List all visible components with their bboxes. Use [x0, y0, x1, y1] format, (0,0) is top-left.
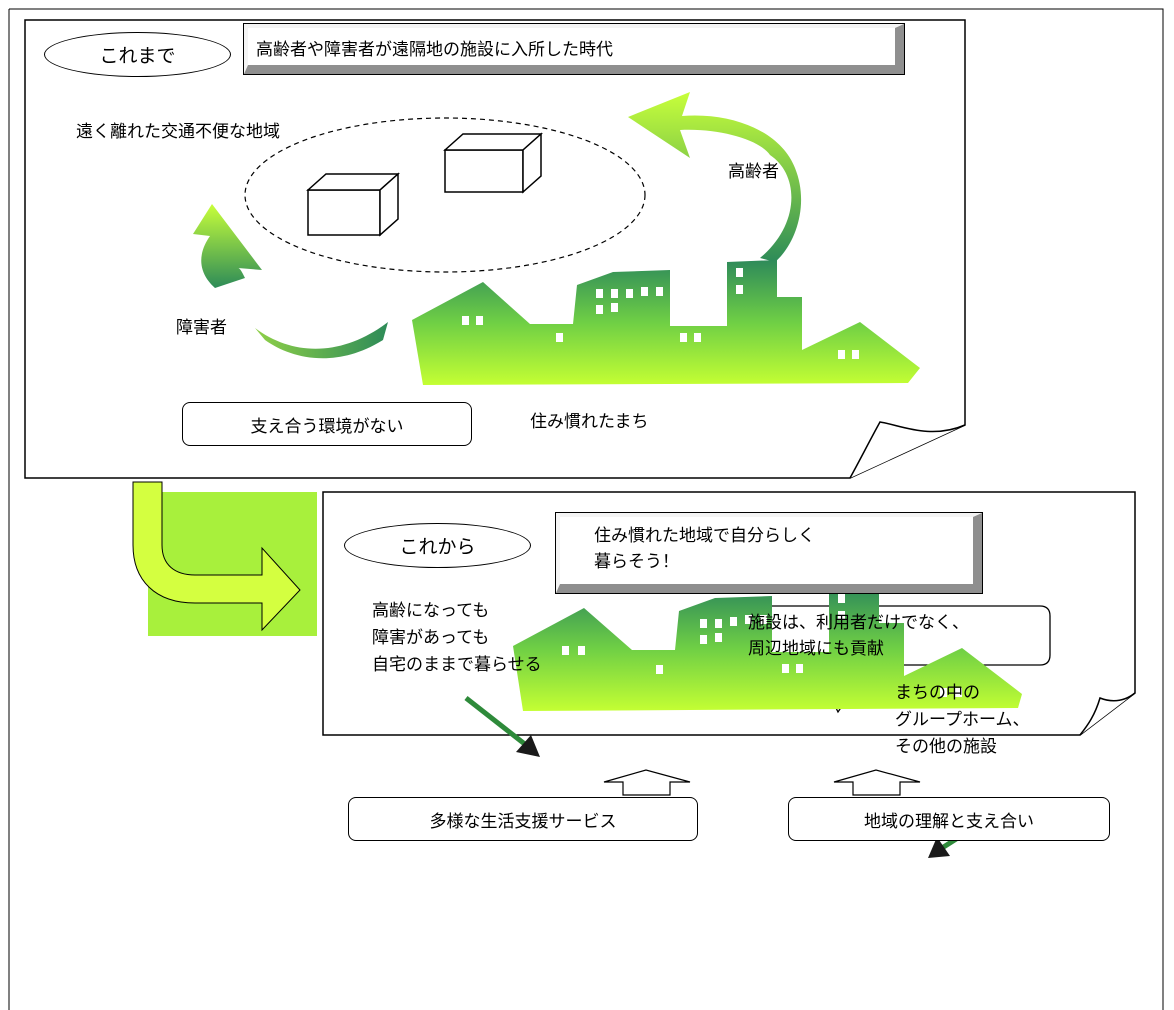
elderly-arrow — [628, 92, 802, 262]
support-services-text: 多様な生活支援サービス — [429, 811, 617, 832]
top-era-label: これまで — [44, 32, 231, 77]
town-facilities-text: まちの中の グループホーム、 その他の施設 — [895, 683, 1030, 757]
facility-note-text: 施設は、利用者だけでなく、 周辺地域にも貢献 — [748, 613, 969, 659]
transition-bg — [148, 492, 317, 636]
top-title-box: 高齢者や障害者が遠隔地の施設に入所した時代 — [243, 23, 905, 75]
support-services-box: 多様な生活支援サービス — [348, 797, 698, 841]
services-up-arrow — [603, 769, 691, 796]
transition-arrow — [132, 481, 301, 632]
top-panel-page — [24, 19, 966, 479]
at-home-pointer-arrow — [464, 696, 540, 757]
facility-box-right — [443, 132, 543, 194]
bottom-panel-curl — [1079, 692, 1136, 736]
top-title-text: 高齢者や障害者が遠隔地の施設に入所した時代 — [256, 40, 613, 60]
top-era-label-text: これまで — [99, 45, 176, 67]
bottom-era-label-text: これから — [399, 536, 476, 558]
disabled-arrow-down — [255, 322, 388, 359]
top-town-windows — [462, 268, 859, 359]
remote-area-label: 遠く離れた交通不便な地域 — [76, 122, 280, 142]
no-support-text: 支え合う環境がない — [250, 416, 404, 437]
disabled-label: 障害者 — [176, 318, 227, 338]
community-box: 地域の理解と支え合い — [788, 797, 1110, 841]
hometown-label: 住み慣れたまち — [530, 412, 649, 432]
top-town-silhouette — [412, 260, 920, 385]
facility-box-left — [306, 172, 400, 237]
bottom-era-label: これから — [344, 523, 531, 568]
at-home-text: 高齢になっても 障害があっても 自宅のままで暮らせる — [372, 601, 542, 675]
bottom-town-silhouette — [513, 586, 1022, 711]
community-text: 地域の理解と支え合い — [864, 811, 1034, 832]
outer-frame — [8, 8, 1164, 1010]
no-support-box: 支え合う環境がない — [182, 402, 472, 446]
remote-area-ellipse — [244, 117, 646, 273]
bottom-title-box: 住み慣れた地域で自分らしく 暮らそう！ — [555, 512, 983, 594]
bottom-town-windows — [562, 594, 962, 697]
disabled-arrow-up — [193, 204, 262, 288]
community-up-arrow — [833, 769, 921, 796]
top-panel-curl — [849, 421, 966, 479]
bottom-title-text: 住み慣れた地域で自分らしく 暮らそう！ — [594, 526, 815, 572]
elderly-label: 高齢者 — [728, 162, 779, 182]
